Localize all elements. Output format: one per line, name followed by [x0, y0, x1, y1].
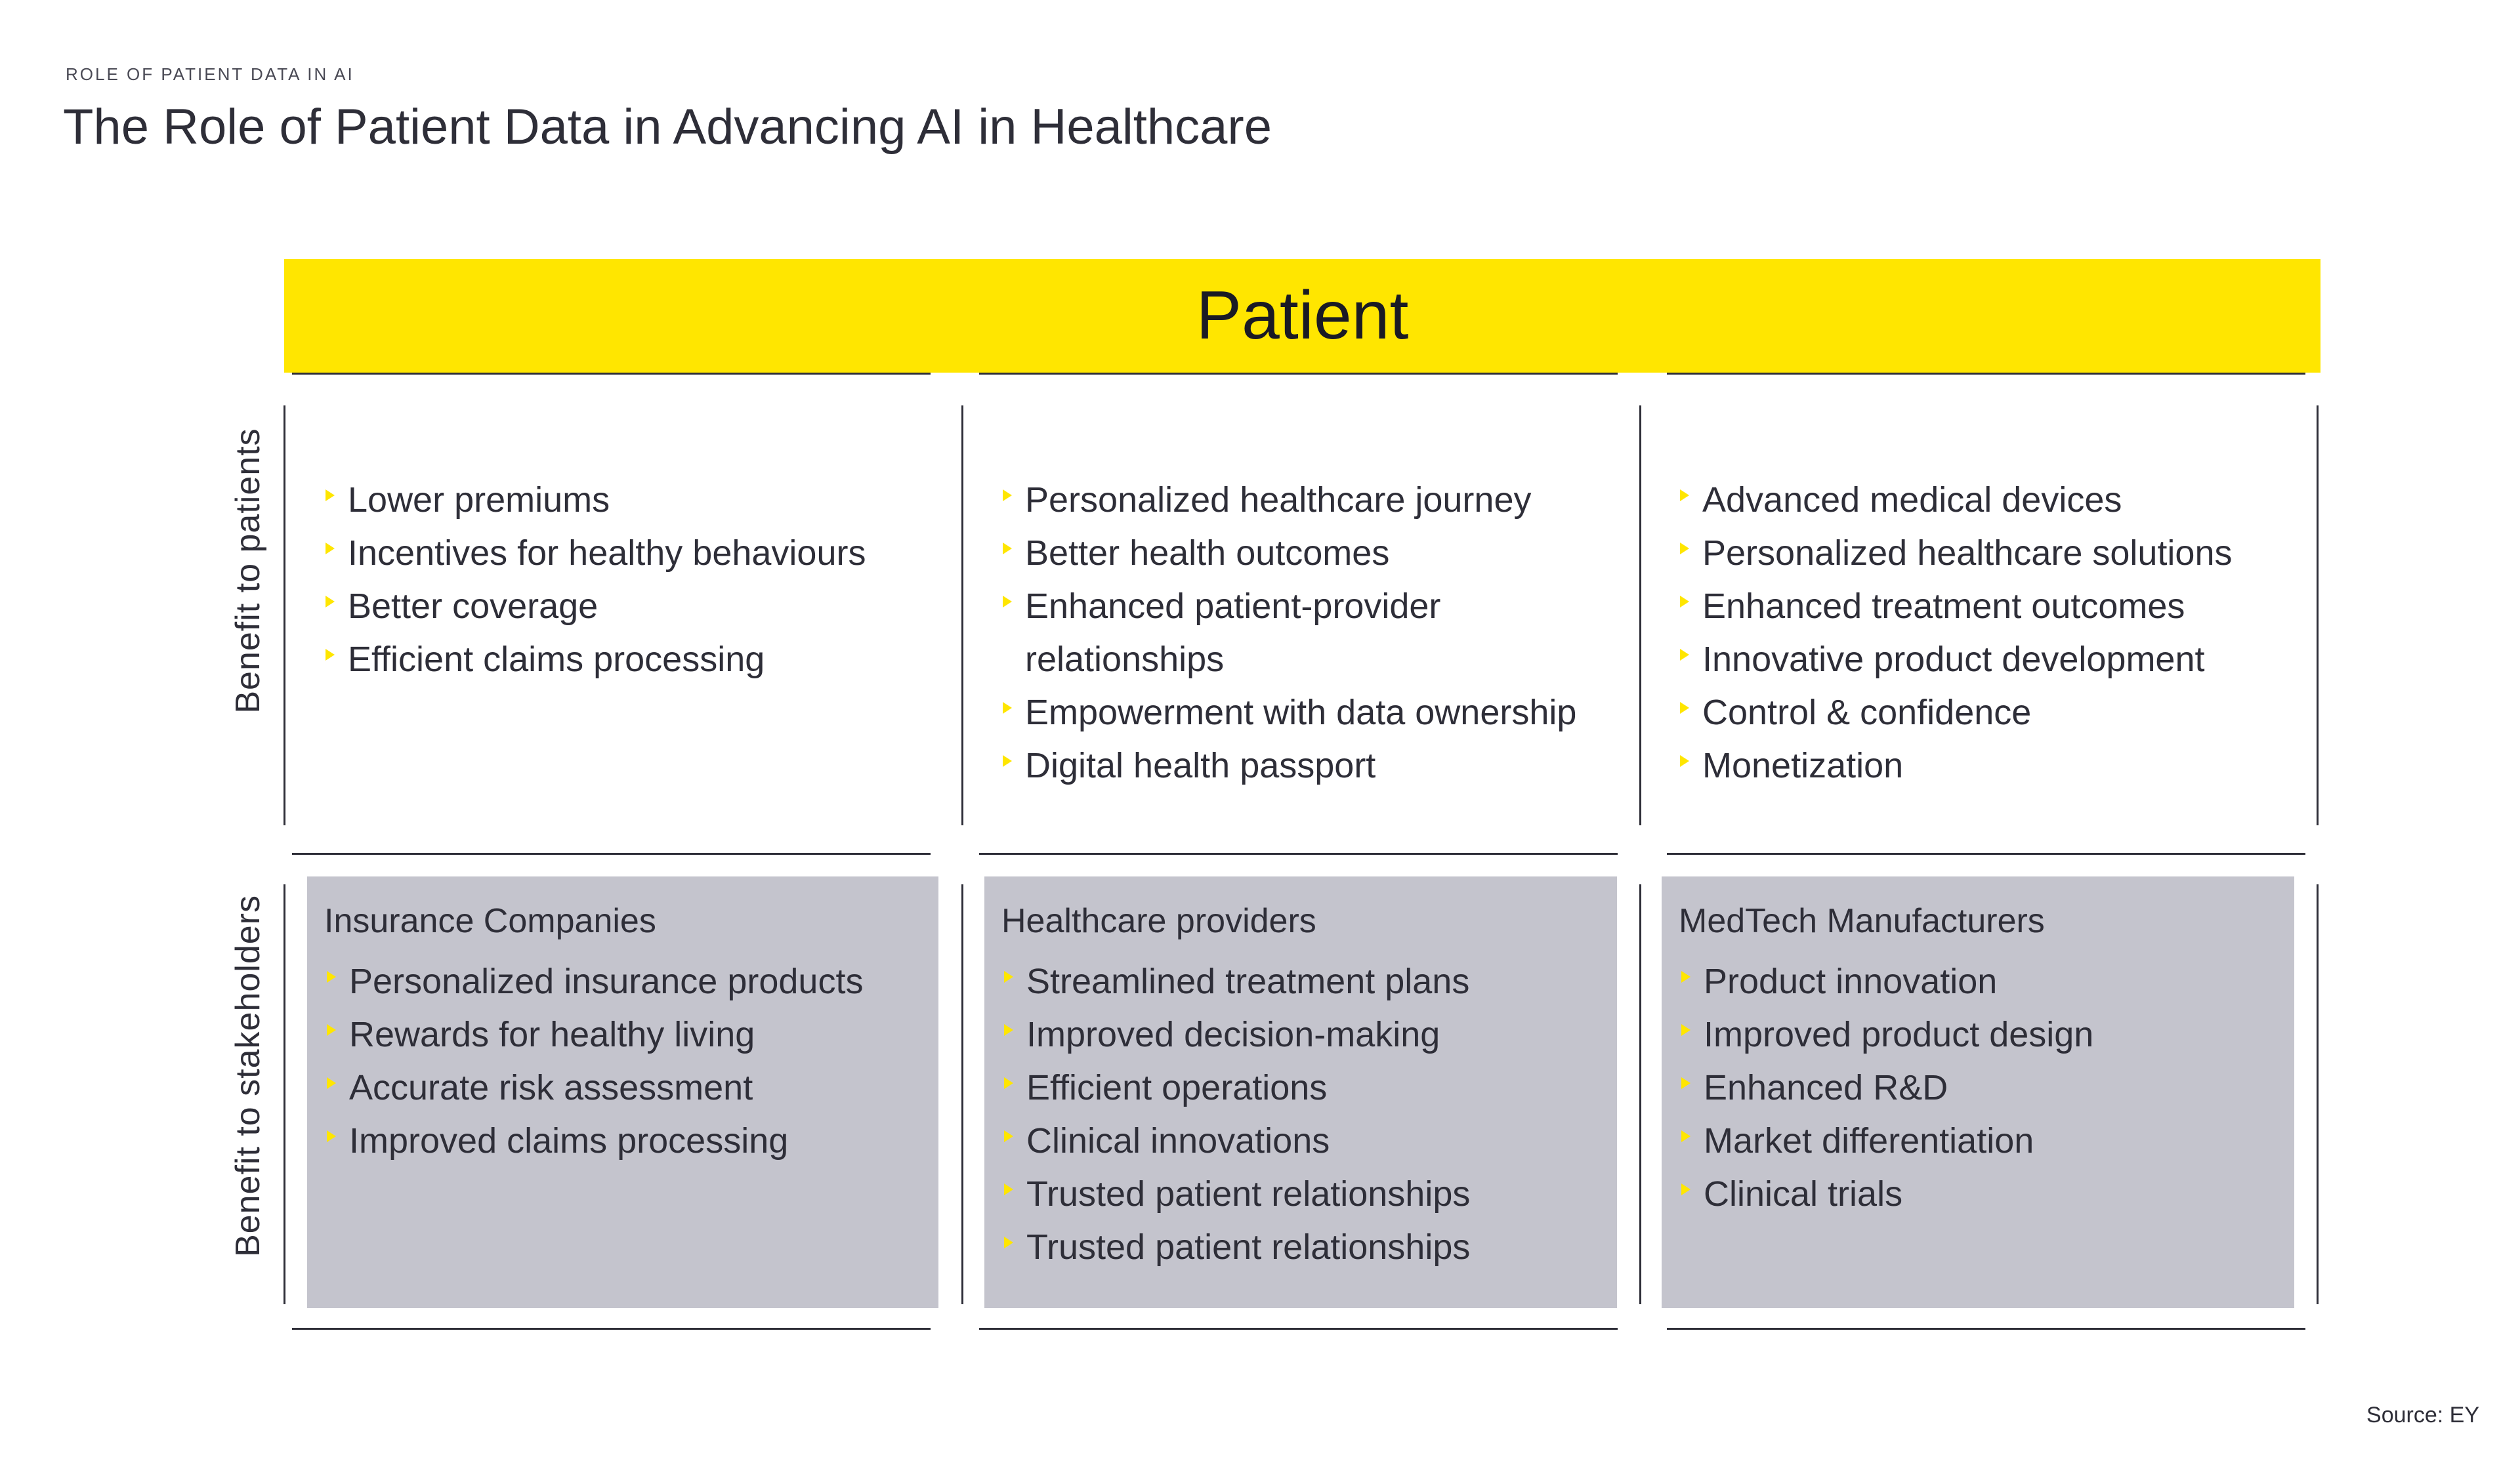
- list-item: Digital health passport: [1000, 739, 1630, 792]
- list-item: Control & confidence: [1677, 686, 2307, 739]
- yellow-triangle-bullet-icon: [1003, 596, 1012, 607]
- yellow-triangle-bullet-icon: [1003, 489, 1012, 501]
- yellow-triangle-bullet-icon: [1004, 971, 1013, 983]
- list-item: Efficient claims processing: [323, 633, 946, 686]
- list-item: Advanced medical devices: [1677, 474, 2307, 527]
- patient-benefits-insurance: Lower premiums Incentives for healthy be…: [323, 474, 946, 686]
- list-item: Monetization: [1677, 739, 2307, 792]
- divider-line: [2317, 884, 2319, 1304]
- stakeholder-box-insurance: Insurance Companies Personalized insuran…: [307, 876, 938, 1308]
- list-item: Incentives for healthy behaviours: [323, 527, 946, 580]
- benefit-list: Personalized healthcare journey Better h…: [1000, 474, 1630, 792]
- patient-banner-label: Patient: [1196, 278, 1409, 354]
- list-item: Trusted patient relationships: [1001, 1221, 1470, 1274]
- benefit-list: Product innovation Improved product desi…: [1679, 955, 2093, 1221]
- yellow-triangle-bullet-icon: [1004, 1130, 1013, 1142]
- yellow-triangle-bullet-icon: [1680, 649, 1689, 661]
- yellow-triangle-bullet-icon: [326, 543, 335, 554]
- list-item: Rewards for healthy living: [324, 1008, 863, 1061]
- divider-line: [1667, 373, 2305, 375]
- row-label-patients: Benefit to patients: [229, 428, 267, 714]
- patient-banner: Patient: [284, 259, 2320, 373]
- list-item: Trusted patient relationships: [1001, 1168, 1470, 1221]
- stakeholder-box-providers: Healthcare providers Streamlined treatme…: [984, 876, 1617, 1308]
- stakeholder-heading: Healthcare providers: [1001, 902, 1316, 940]
- source-note: Source: EY: [2366, 1403, 2479, 1428]
- divider-line: [292, 373, 931, 375]
- list-item: Innovative product development: [1677, 633, 2307, 686]
- page-title: The Role of Patient Data in Advancing AI…: [63, 99, 1272, 155]
- yellow-triangle-bullet-icon: [1680, 702, 1689, 714]
- stakeholder-box-medtech: MedTech Manufacturers Product innovation…: [1662, 876, 2294, 1308]
- divider-line: [2317, 405, 2319, 825]
- list-item: Efficient operations: [1001, 1061, 1470, 1115]
- list-item: Clinical trials: [1679, 1168, 2093, 1221]
- divider-line: [1639, 884, 1641, 1304]
- yellow-triangle-bullet-icon: [1004, 1237, 1013, 1248]
- list-item: Lower premiums: [323, 474, 946, 527]
- yellow-triangle-bullet-icon: [327, 1077, 336, 1089]
- yellow-triangle-bullet-icon: [1004, 1077, 1013, 1089]
- yellow-triangle-bullet-icon: [1681, 1183, 1690, 1195]
- benefit-list: Personalized insurance products Rewards …: [324, 955, 863, 1168]
- list-item: Personalized insurance products: [324, 955, 863, 1008]
- list-item: Accurate risk assessment: [324, 1061, 863, 1115]
- divider-line: [979, 1328, 1618, 1330]
- yellow-triangle-bullet-icon: [327, 971, 336, 983]
- divider-line: [284, 884, 285, 1304]
- benefit-list: Lower premiums Incentives for healthy be…: [323, 474, 946, 686]
- divider-line: [961, 884, 963, 1304]
- list-item: Streamlined treatment plans: [1001, 955, 1470, 1008]
- divider-line: [292, 1328, 931, 1330]
- list-item: Improved claims processing: [324, 1115, 863, 1168]
- list-item: Clinical innovations: [1001, 1115, 1470, 1168]
- yellow-triangle-bullet-icon: [1681, 1130, 1690, 1142]
- yellow-triangle-bullet-icon: [1680, 596, 1689, 607]
- divider-line: [1639, 405, 1641, 825]
- list-item: Better health outcomes: [1000, 527, 1630, 580]
- yellow-triangle-bullet-icon: [327, 1024, 336, 1036]
- divider-line: [961, 405, 963, 825]
- yellow-triangle-bullet-icon: [327, 1130, 336, 1142]
- divider-line: [1667, 1328, 2305, 1330]
- list-item: Improved product design: [1679, 1008, 2093, 1061]
- yellow-triangle-bullet-icon: [326, 489, 335, 501]
- yellow-triangle-bullet-icon: [1680, 489, 1689, 501]
- divider-line: [979, 853, 1618, 855]
- patient-benefits-medtech: Advanced medical devices Personalized he…: [1677, 474, 2307, 792]
- stakeholder-heading: MedTech Manufacturers: [1679, 902, 2045, 940]
- yellow-triangle-bullet-icon: [1681, 1077, 1690, 1089]
- yellow-triangle-bullet-icon: [1004, 1024, 1013, 1036]
- list-item: Personalized healthcare journey: [1000, 474, 1630, 527]
- yellow-triangle-bullet-icon: [1681, 971, 1690, 983]
- stakeholder-heading: Insurance Companies: [324, 902, 656, 940]
- list-item: Enhanced treatment outcomes: [1677, 580, 2307, 633]
- yellow-triangle-bullet-icon: [1003, 543, 1012, 554]
- patient-benefits-providers: Personalized healthcare journey Better h…: [1000, 474, 1630, 792]
- section-eyebrow: ROLE OF PATIENT DATA IN AI: [66, 64, 354, 84]
- benefit-list: Streamlined treatment plans Improved dec…: [1001, 955, 1470, 1274]
- list-item: Enhanced R&D: [1679, 1061, 2093, 1115]
- yellow-triangle-bullet-icon: [1003, 755, 1012, 767]
- divider-line: [979, 373, 1618, 375]
- yellow-triangle-bullet-icon: [1003, 702, 1012, 714]
- list-item: Better coverage: [323, 580, 946, 633]
- list-item: Improved decision-making: [1001, 1008, 1470, 1061]
- list-item: Enhanced patient-provider relationships: [1000, 580, 1511, 686]
- yellow-triangle-bullet-icon: [326, 596, 335, 607]
- divider-line: [284, 405, 285, 825]
- yellow-triangle-bullet-icon: [1680, 755, 1689, 767]
- yellow-triangle-bullet-icon: [1004, 1183, 1013, 1195]
- list-item: Empowerment with data ownership: [1000, 686, 1630, 739]
- benefit-list: Advanced medical devices Personalized he…: [1677, 474, 2307, 792]
- row-label-stakeholders: Benefit to stakeholders: [229, 895, 267, 1257]
- yellow-triangle-bullet-icon: [326, 649, 335, 661]
- yellow-triangle-bullet-icon: [1680, 543, 1689, 554]
- list-item: Personalized healthcare solutions: [1677, 527, 2307, 580]
- list-item: Market differentiation: [1679, 1115, 2093, 1168]
- yellow-triangle-bullet-icon: [1681, 1024, 1690, 1036]
- divider-line: [1667, 853, 2305, 855]
- list-item: Product innovation: [1679, 955, 2093, 1008]
- divider-line: [292, 853, 931, 855]
